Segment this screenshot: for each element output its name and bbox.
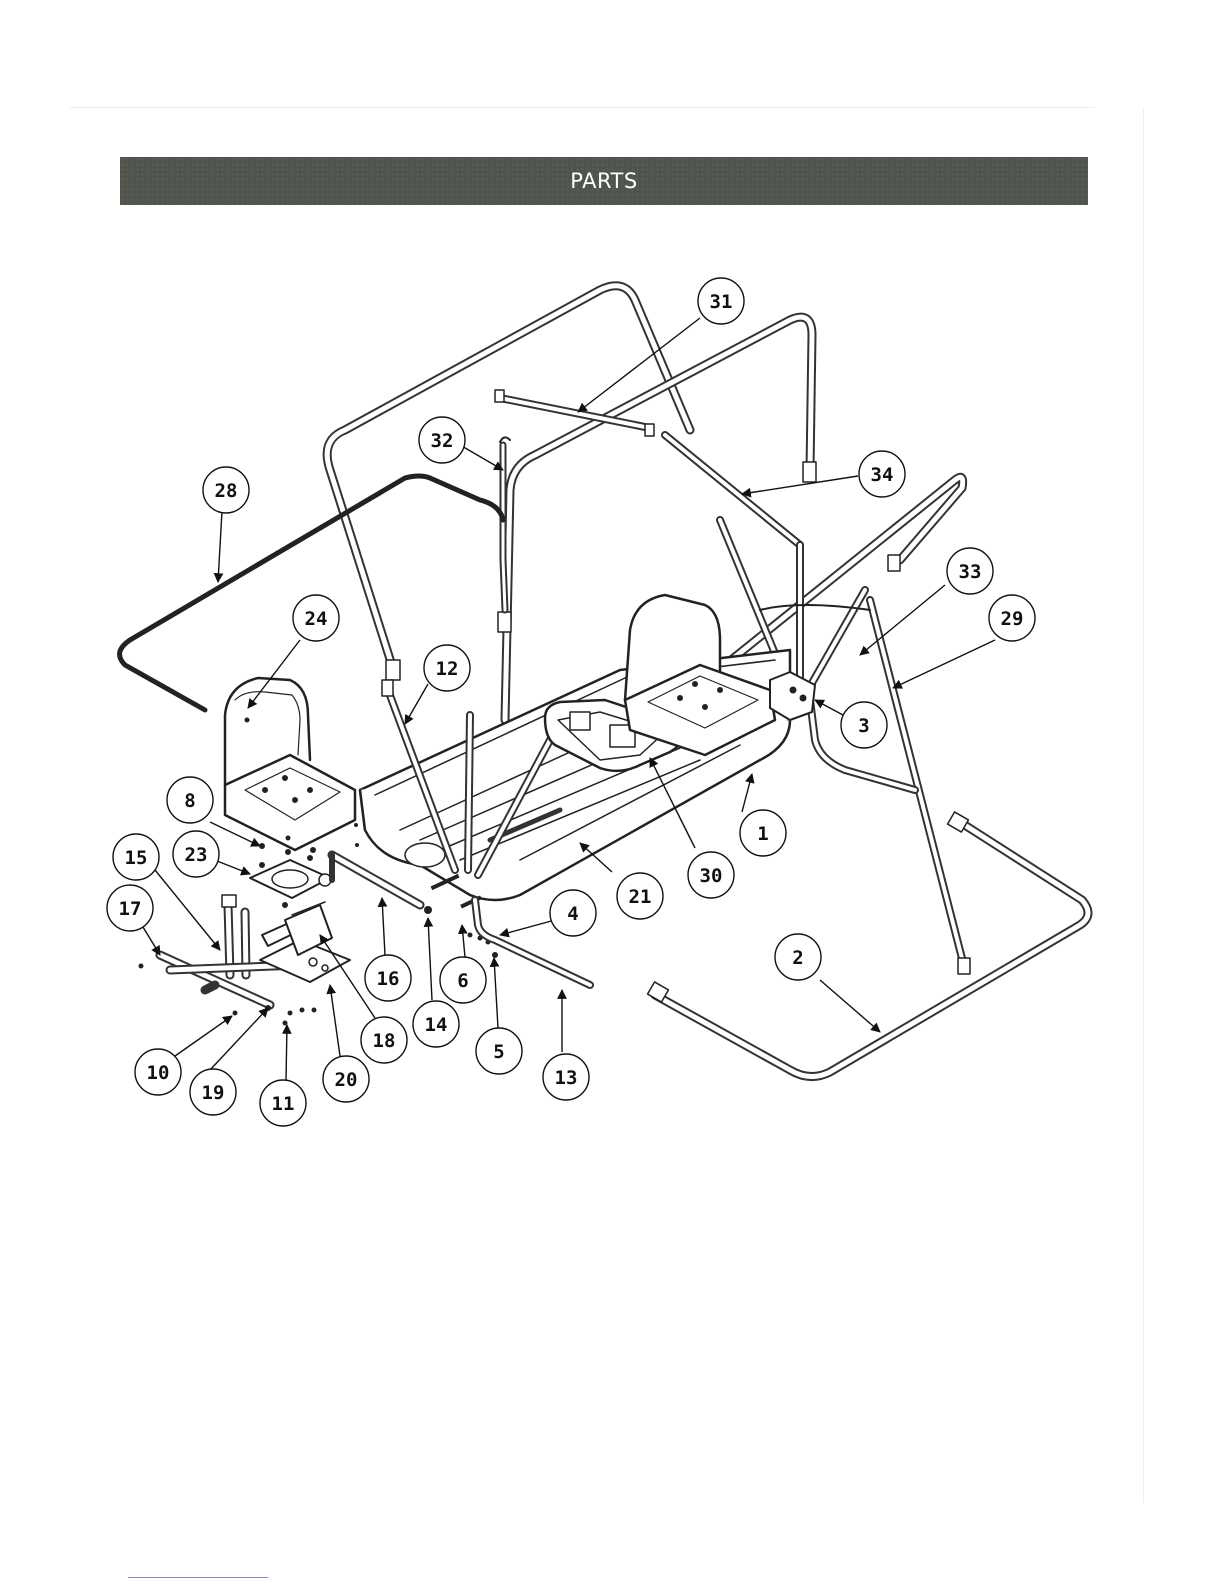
callout-16: 16 — [365, 955, 411, 1001]
svg-text:31: 31 — [710, 291, 733, 313]
svg-text:3: 3 — [858, 715, 869, 737]
svg-text:29: 29 — [1001, 608, 1024, 630]
svg-text:6: 6 — [457, 970, 468, 992]
callout-30: 30 — [688, 852, 734, 898]
brace-34 — [665, 435, 800, 545]
svg-text:15: 15 — [125, 847, 148, 869]
callout-17: 17 — [107, 885, 153, 931]
callout-2: 2 — [775, 934, 821, 980]
callout-23: 23 — [173, 831, 219, 877]
callout-15: 15 — [113, 834, 159, 880]
seat-left — [225, 678, 355, 850]
callout-1: 1 — [740, 810, 786, 856]
svg-text:34: 34 — [871, 464, 894, 486]
callout-4: 4 — [550, 890, 596, 936]
svg-text:10: 10 — [147, 1062, 170, 1084]
svg-text:21: 21 — [629, 886, 652, 908]
callout-3: 3 — [841, 702, 887, 748]
callout-13: 13 — [543, 1054, 589, 1100]
bracket-3 — [770, 672, 815, 720]
svg-text:12: 12 — [436, 658, 459, 680]
svg-text:11: 11 — [272, 1093, 295, 1115]
svg-text:28: 28 — [215, 480, 238, 502]
svg-text:32: 32 — [431, 430, 454, 452]
svg-text:20: 20 — [335, 1069, 358, 1091]
callout-21: 21 — [617, 873, 663, 919]
svg-text:16: 16 — [377, 968, 400, 990]
svg-text:2: 2 — [792, 947, 803, 969]
svg-text:1: 1 — [757, 823, 768, 845]
callout-29: 29 — [989, 595, 1035, 641]
callout-11: 11 — [260, 1080, 306, 1126]
callout-5: 5 — [476, 1028, 522, 1074]
callout-8: 8 — [167, 777, 213, 823]
callout-12: 12 — [424, 645, 470, 691]
svg-text:13: 13 — [555, 1067, 578, 1089]
callout-31: 31 — [698, 278, 744, 324]
svg-text:4: 4 — [567, 903, 578, 925]
callout-32: 32 — [419, 417, 465, 463]
swivel-plate-23 — [250, 850, 331, 908]
svg-text:33: 33 — [959, 561, 982, 583]
svg-text:19: 19 — [202, 1082, 225, 1104]
svg-text:24: 24 — [305, 608, 328, 630]
callout-24: 24 — [293, 595, 339, 641]
callout-6: 6 — [440, 957, 486, 1003]
callout-18: 18 — [361, 1017, 407, 1063]
svg-text:23: 23 — [185, 844, 208, 866]
callout-20: 20 — [323, 1056, 369, 1102]
svg-text:17: 17 — [119, 898, 142, 920]
svg-text:8: 8 — [184, 790, 195, 812]
callout-34: 34 — [859, 451, 905, 497]
svg-text:18: 18 — [373, 1030, 396, 1052]
callout-28: 28 — [203, 467, 249, 513]
callout-14: 14 — [413, 1001, 459, 1047]
svg-text:30: 30 — [700, 865, 723, 887]
svg-text:14: 14 — [425, 1014, 448, 1036]
callout-10: 10 — [135, 1049, 181, 1095]
svg-text:5: 5 — [493, 1041, 504, 1063]
callout-19: 19 — [190, 1069, 236, 1115]
callout-33: 33 — [947, 548, 993, 594]
